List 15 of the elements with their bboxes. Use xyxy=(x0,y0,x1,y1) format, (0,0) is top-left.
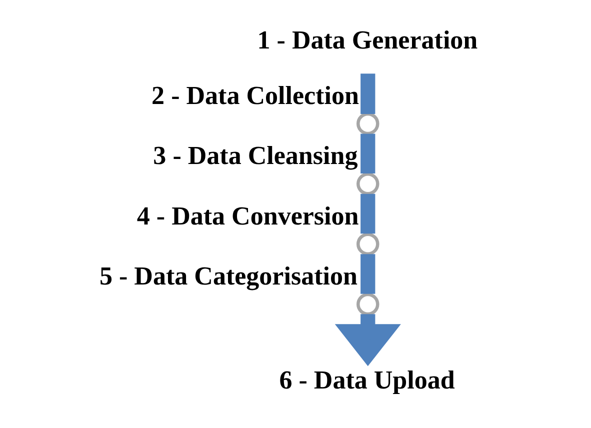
connector xyxy=(360,134,376,174)
connector xyxy=(360,194,376,234)
node-text: 6 - Data Upload xyxy=(279,366,455,395)
connector xyxy=(360,74,376,114)
node-label: 2 - Data Collection xyxy=(152,80,359,110)
node-circle xyxy=(356,292,380,316)
node-circle xyxy=(356,112,380,136)
arrow xyxy=(334,314,401,366)
node-circle xyxy=(356,232,380,256)
node-label: 3 - Data Cleansing xyxy=(153,141,358,170)
connector xyxy=(360,254,376,294)
node-text: 1 - Data Generation xyxy=(257,26,478,55)
node-label: 5 - Data Categorisation xyxy=(100,261,358,290)
node-label: 4 - Data Conversion xyxy=(136,201,359,230)
node-circle xyxy=(356,172,380,196)
